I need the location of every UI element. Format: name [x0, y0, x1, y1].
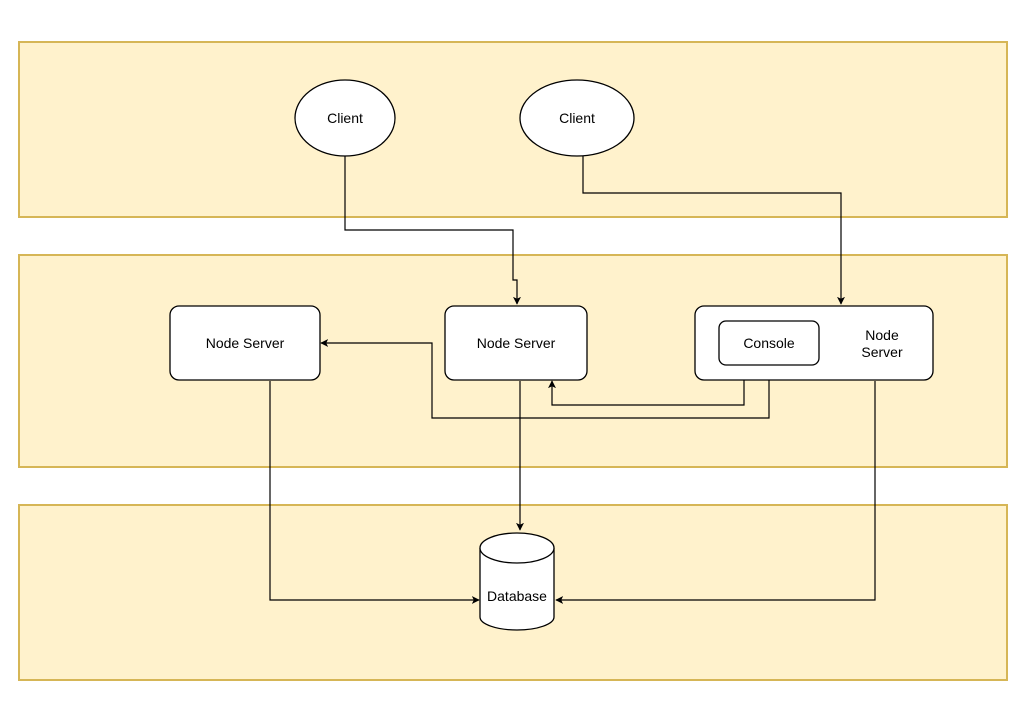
database-label: Database — [487, 588, 547, 604]
edge-console-to-node-server-left — [320, 339, 770, 419]
console-node: Console — [718, 320, 820, 366]
console-label: Console — [743, 335, 795, 351]
node-server-right-label-line1: Node — [865, 327, 899, 343]
edge-client-right-to-node-server-right — [582, 156, 845, 305]
node-server-right-label-line2: Server — [861, 344, 903, 360]
edge-node-server-right-to-database — [555, 381, 876, 604]
edge-client-left-to-node-server-center — [344, 156, 521, 305]
node-server-left-label: Node Server — [206, 335, 285, 351]
node-server-center-label: Node Server — [477, 335, 556, 351]
database-node: Database — [479, 532, 555, 631]
client-node-right: Client — [519, 79, 635, 157]
edge-node-server-left-to-database — [269, 381, 480, 604]
client-right-label: Client — [559, 110, 595, 126]
node-server-center: Node Server — [444, 305, 588, 381]
client-left-label: Client — [327, 110, 363, 126]
edge-console-to-node-server-center — [548, 365, 745, 406]
node-server-left: Node Server — [169, 305, 321, 381]
client-tier-lane — [18, 41, 1008, 218]
client-node-left: Client — [294, 79, 396, 157]
